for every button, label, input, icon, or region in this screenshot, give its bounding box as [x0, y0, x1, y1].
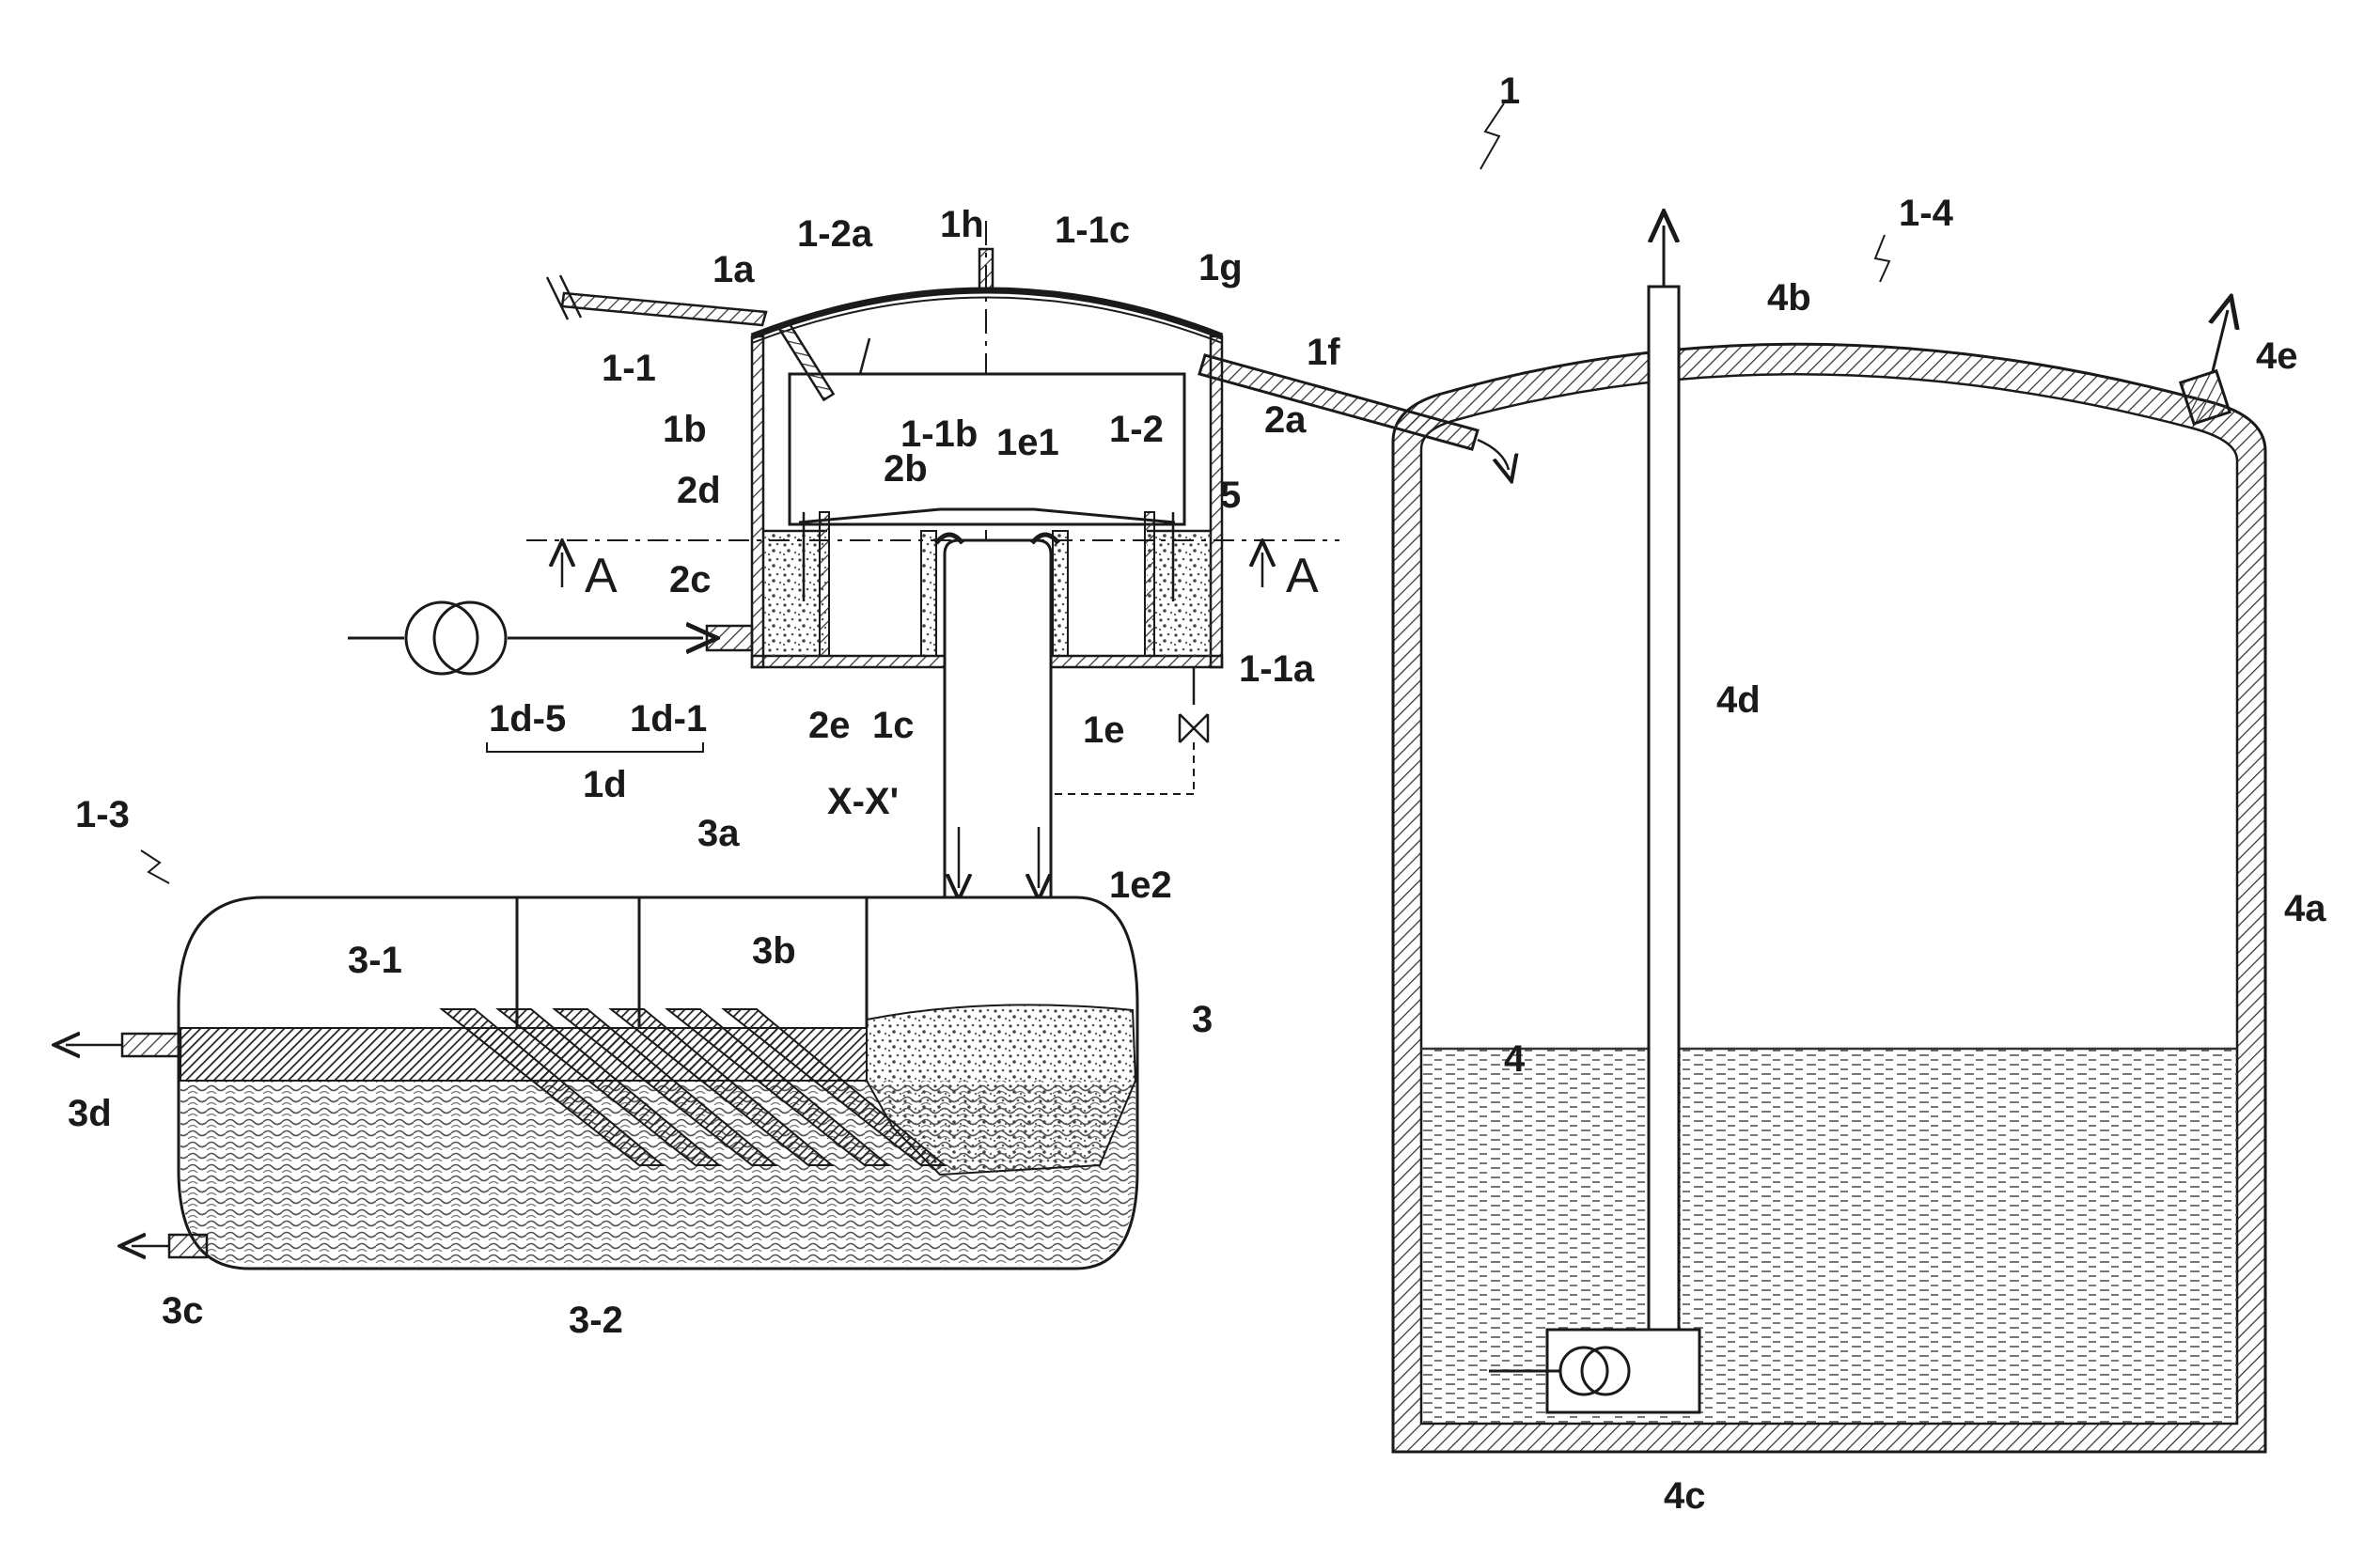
label-1d-5: 1d-5: [489, 698, 566, 740]
label-1-2a: 1-2a: [797, 213, 873, 255]
tank-liquid-4: [1421, 1049, 2237, 1424]
settler-vessel: [66, 897, 1137, 1269]
label-1f: 1f: [1307, 332, 1340, 373]
label-2a: 2a: [1264, 399, 1307, 441]
label-1d-1: 1d-1: [630, 698, 707, 740]
label-1a: 1a: [712, 249, 755, 290]
label-3b: 3b: [752, 930, 796, 972]
label-1c: 1c: [872, 705, 915, 746]
storage-tank: [1393, 226, 2265, 1452]
label-system-1: 1: [1499, 70, 1520, 112]
label-4d: 4d: [1716, 679, 1761, 721]
label-1-1: 1-1: [602, 348, 656, 389]
label-1e1: 1e1: [996, 422, 1059, 463]
label-1-2: 1-2: [1109, 409, 1164, 450]
label-4b: 4b: [1767, 277, 1811, 319]
riser-pipe-4d: [1649, 287, 1679, 1332]
label-1-1c: 1-1c: [1055, 210, 1130, 251]
label-1h: 1h: [940, 204, 984, 245]
label-1-4: 1-4: [1899, 193, 1954, 234]
label-2c: 2c: [669, 559, 712, 600]
label-4a: 4a: [2284, 888, 2326, 929]
label-5: 5: [1220, 475, 1241, 516]
label-4c: 4c: [1664, 1475, 1706, 1517]
label-x-x: X-X': [827, 781, 899, 822]
label-section-a-left: A: [585, 549, 618, 603]
label-3: 3: [1192, 999, 1213, 1040]
label-2e: 2e: [808, 705, 851, 746]
label-3d: 3d: [68, 1093, 112, 1134]
label-3-2: 3-2: [569, 1300, 623, 1341]
label-3-1: 3-1: [348, 940, 402, 981]
label-1g: 1g: [1198, 247, 1243, 288]
label-1e: 1e: [1083, 709, 1125, 751]
label-1b: 1b: [663, 409, 707, 450]
label-2d: 2d: [677, 470, 721, 511]
label-4: 4: [1504, 1038, 1526, 1080]
label-2b: 2b: [884, 448, 928, 490]
label-1d: 1d: [583, 764, 627, 805]
pump-4c: [1547, 1330, 1699, 1412]
label-section-a-right: A: [1286, 549, 1319, 603]
separator-vessel: [348, 221, 1339, 949]
label-1-1a: 1-1a: [1239, 648, 1315, 690]
label-3c: 3c: [162, 1290, 204, 1332]
label-3a: 3a: [697, 813, 740, 854]
label-4e: 4e: [2256, 335, 2298, 377]
label-1e2: 1e2: [1109, 865, 1172, 906]
label-1-3: 1-3: [75, 794, 130, 835]
